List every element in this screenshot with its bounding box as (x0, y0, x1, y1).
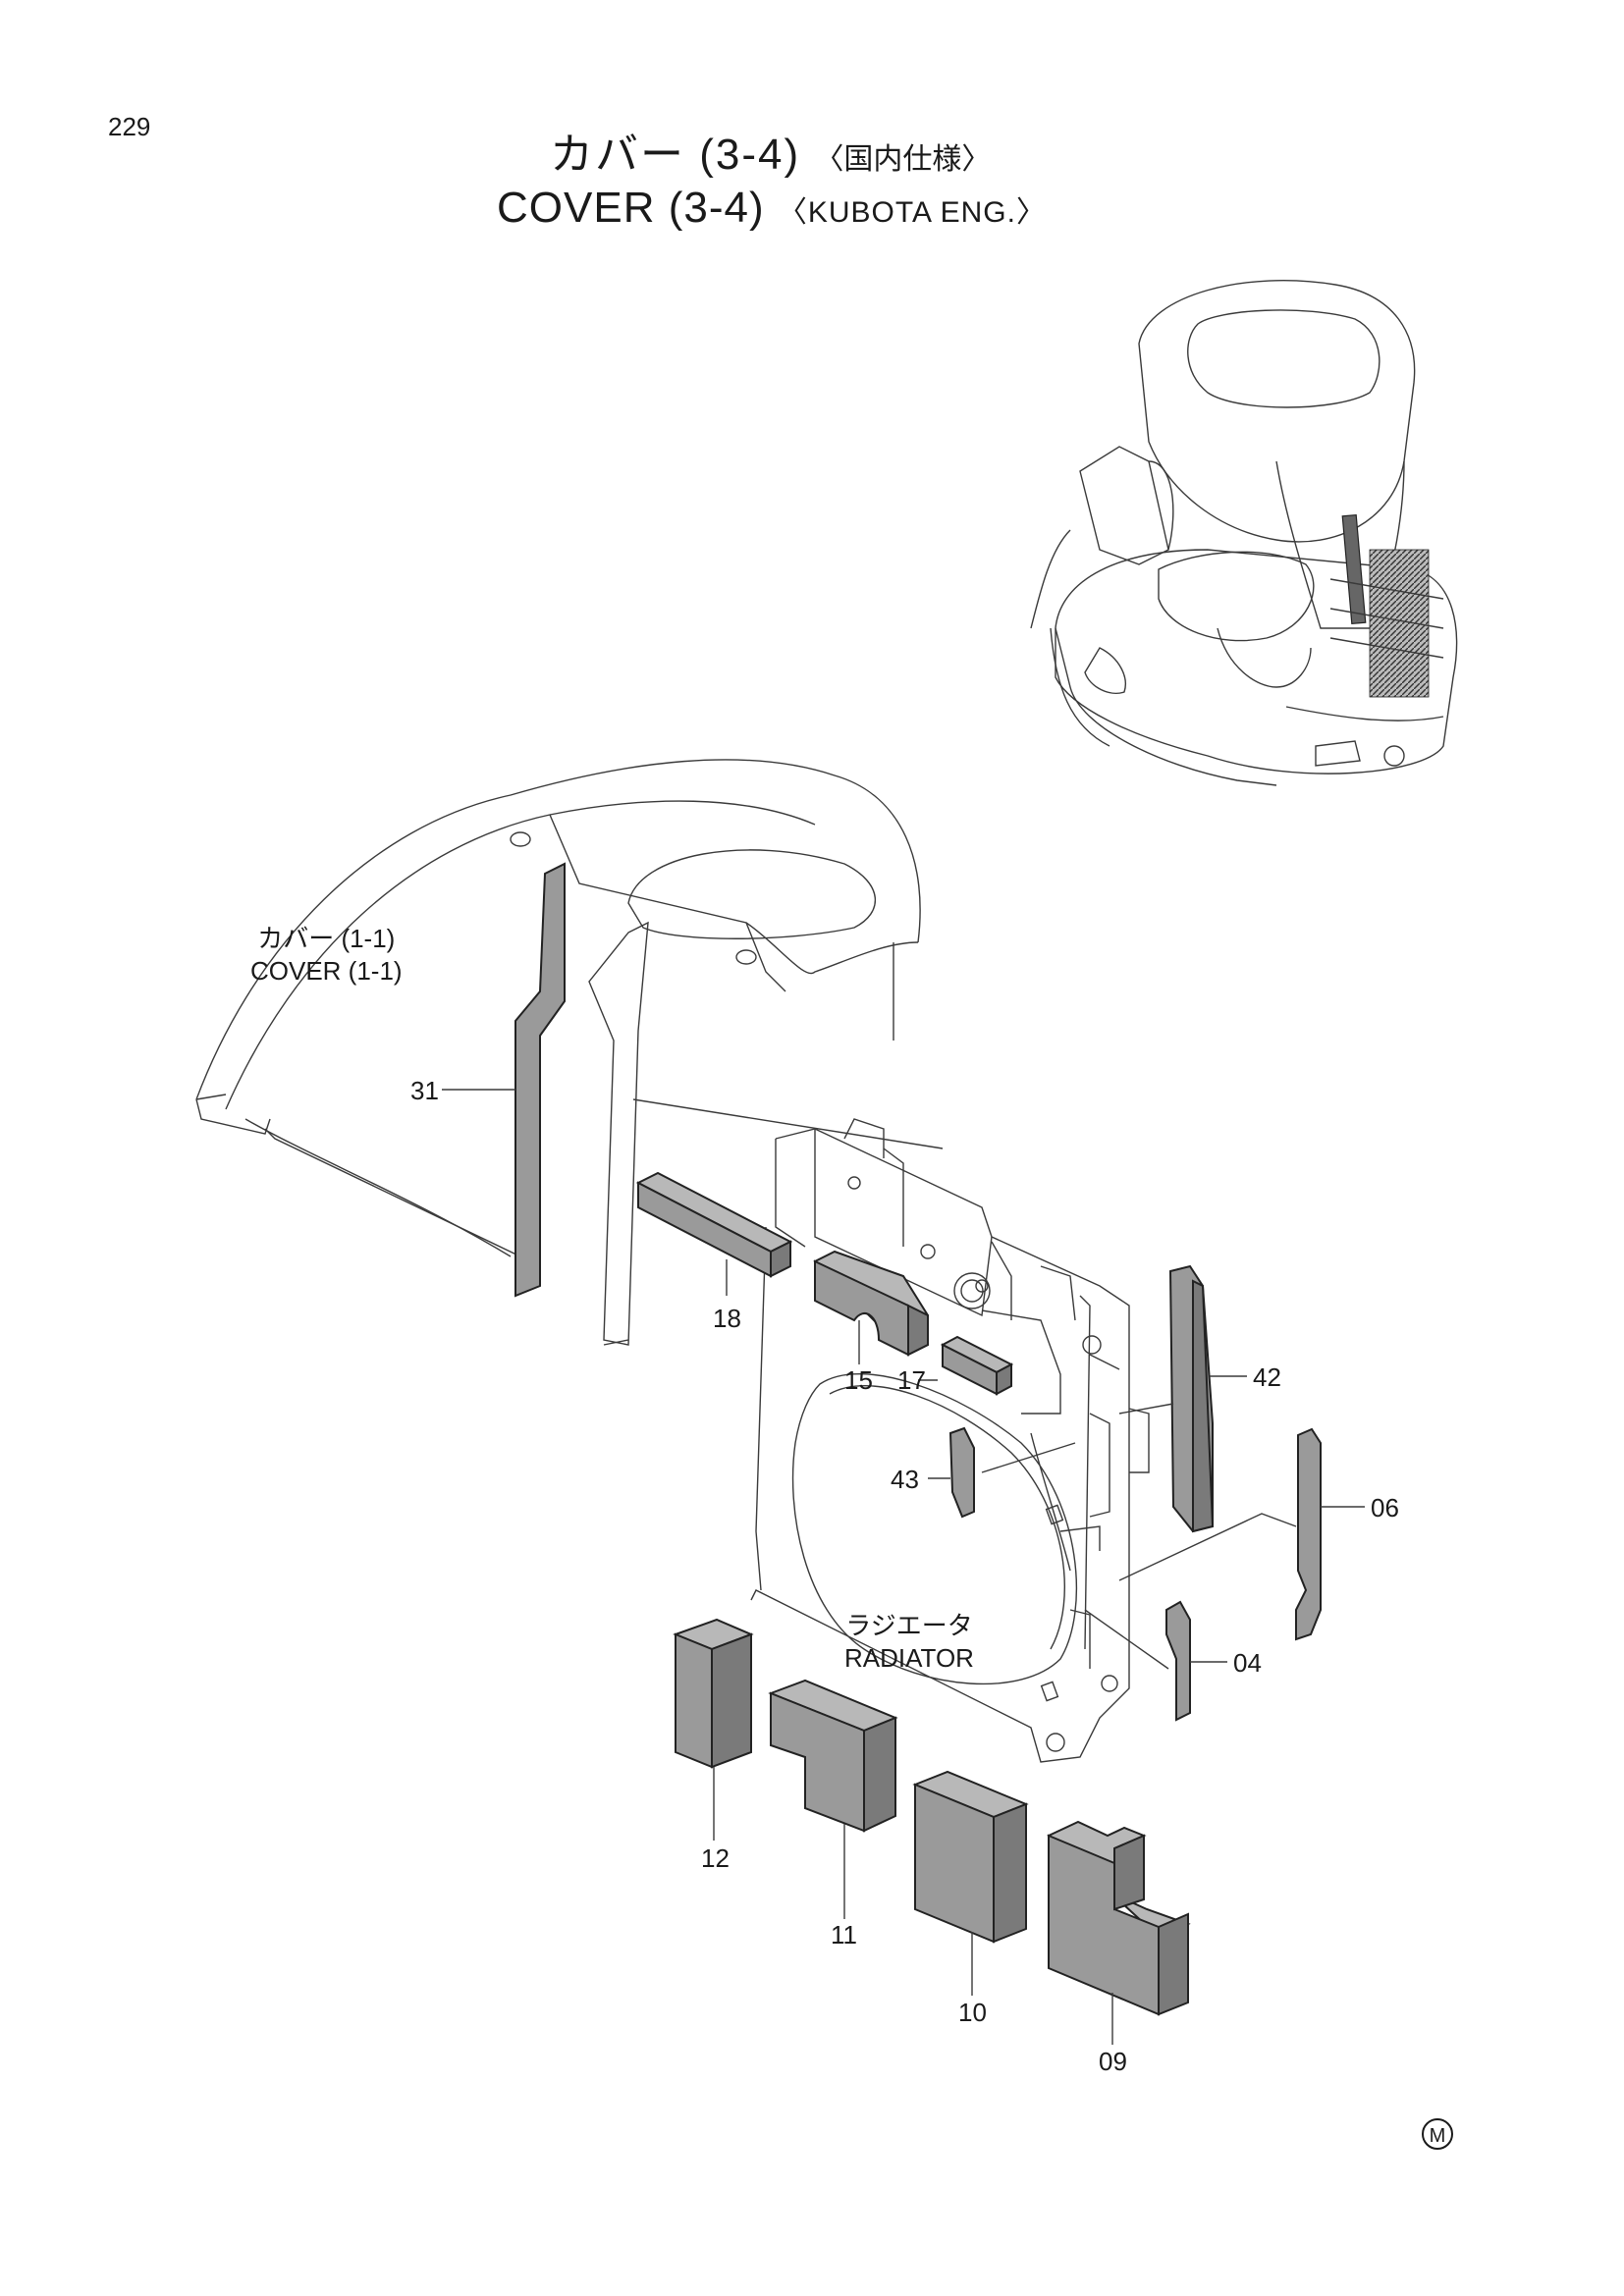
title-english: COVER (3-4) 〈KUBOTA ENG.〉 (497, 187, 1047, 230)
part-callout-15: 15 (844, 1365, 873, 1395)
radiator-reference: ラジエータ RADIATOR (844, 1610, 974, 1674)
part-06-seal (1295, 1427, 1322, 1641)
part-callout-11: 11 (831, 1920, 857, 1949)
part-04-seal (1165, 1600, 1191, 1722)
part-09-block (1047, 1820, 1191, 2016)
part-18-block (635, 1171, 793, 1278)
part-31-seal (514, 862, 566, 1298)
cover-1-1-reference: カバー (1-1) COVER (1-1) (250, 923, 403, 987)
title-japanese: カバー (3-4) 〈国内仕様〉 (550, 133, 991, 177)
radiator-en-label: RADIATOR (844, 1642, 974, 1673)
part-callout-43: 43 (891, 1465, 919, 1494)
page-number: 229 (108, 112, 151, 141)
part-12-block (673, 1618, 754, 1769)
part-callout-04: 04 (1233, 1648, 1262, 1678)
radiator-frame-drawing (750, 1118, 1150, 1763)
cover-outline-drawing (195, 759, 944, 1346)
part-callout-10: 10 (958, 1998, 987, 2027)
part-43-seal (948, 1426, 975, 1519)
machine-overview-illustration (1030, 279, 1458, 786)
part-42-seal (1168, 1264, 1215, 1533)
title-jp-sub: 〈国内仕様〉 (814, 143, 992, 176)
radiator-jp-label: ラジエータ (845, 1611, 973, 1640)
part-callout-42: 42 (1253, 1362, 1281, 1392)
part-callout-31: 31 (410, 1076, 439, 1105)
cover-1-1-jp-label: カバー (1-1) (257, 924, 396, 953)
part-callout-17: 17 (897, 1365, 926, 1395)
title-en-sub: 〈KUBOTA ENG.〉 (777, 196, 1047, 229)
part-10-block (912, 1770, 1029, 1944)
part-callout-09: 09 (1099, 2047, 1127, 2076)
part-callout-12: 12 (701, 1843, 730, 1873)
title-en-main: COVER (3-4) (497, 184, 765, 232)
cover-1-1-en-label: COVER (1-1) (250, 955, 403, 986)
part-callout-06: 06 (1371, 1493, 1399, 1522)
part-11-block (768, 1679, 898, 1833)
corner-mark: M (1422, 2118, 1453, 2150)
part-15-block (813, 1250, 929, 1357)
part-callout-18: 18 (713, 1304, 741, 1333)
title-jp-main: カバー (3-4) (550, 131, 801, 179)
part-17-block (940, 1335, 1014, 1396)
